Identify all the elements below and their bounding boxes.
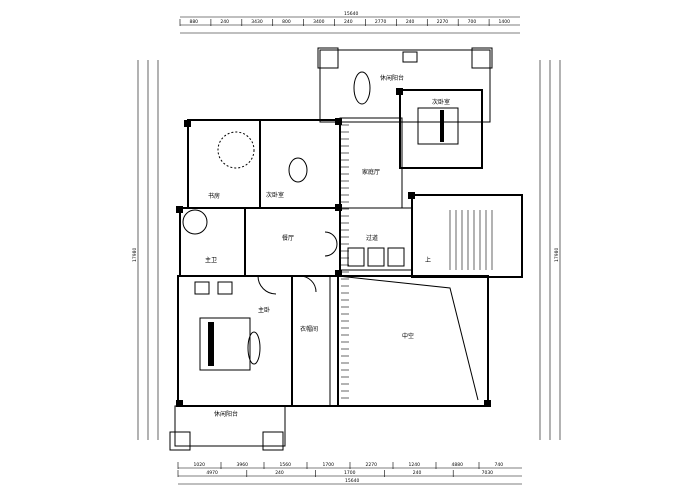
label-study: 书房 (208, 192, 220, 200)
dimension-value: 2770 (375, 19, 387, 25)
label-master-bedroom: 主卧 (258, 306, 270, 314)
label-family-hall: 家庭厅 (362, 168, 380, 176)
top-dimensions: 15640 880 240 3430 800 3400 240 2770 240 2270 700… (179, 11, 520, 34)
dimension-value: 700 (468, 19, 477, 25)
dimension-value: 7030 (482, 470, 494, 476)
dimension-value: 800 (282, 19, 291, 25)
dimension-value: 3400 (313, 19, 325, 25)
dimension-value: 1400 (499, 19, 511, 25)
dimension-value: 240 (344, 19, 353, 25)
dimension-value: 3960 (237, 462, 249, 468)
dim-right-total: 17980 (554, 248, 560, 262)
label-master-bath: 主卫 (205, 256, 217, 264)
dimension-value: 1700 (344, 470, 356, 476)
dimension-value: 2270 (437, 19, 449, 25)
dimension-value: 740 (495, 462, 504, 468)
dimension-value: 240 (220, 19, 229, 25)
bottom-dimensions: 15640 1020 3960 1560 1700 2270 1240 4880 740 497… (177, 462, 522, 485)
dimension-value: 240 (275, 470, 284, 476)
label-void: 中空 (402, 332, 414, 340)
dimension-value: 1020 (194, 462, 206, 468)
dimension-value: 880 (189, 19, 198, 25)
label-stair-up: 上 (425, 256, 431, 264)
dimension-value: 2270 (366, 462, 378, 468)
dimension-value: 240 (406, 19, 415, 25)
side-dimensions: 17980 17980 (132, 60, 561, 440)
dim-left-total: 17980 (132, 248, 138, 262)
dim-bottom-total: 15640 (345, 478, 359, 484)
dimension-value: 3430 (251, 19, 263, 25)
label-balcony-bottom: 休闲阳台 (214, 410, 238, 418)
dimension-value: 4970 (206, 470, 218, 476)
dimension-value: 1240 (409, 462, 421, 468)
label-closet: 衣帽间 (300, 325, 318, 333)
label-bedroom-secondary: 次卧室 (432, 98, 450, 106)
label-hall: 餐厅 (282, 234, 294, 242)
dimension-value: 1700 (323, 462, 335, 468)
label-bedroom-guest: 次卧室 (266, 191, 284, 199)
dimension-value: 1560 (280, 462, 292, 468)
walls (169, 47, 523, 451)
room-labels: 休闲阳台 次卧室 书房 次卧室 家庭厅 餐厅 过道 主卫 主卧 衣帽间 中空 休… (205, 74, 450, 418)
label-corridor: 过道 (366, 234, 378, 242)
dimension-value: 4880 (452, 462, 464, 468)
dim-top-total: 15640 (344, 11, 358, 17)
label-balcony-top: 休闲阳台 (380, 74, 404, 82)
dimension-value: 240 (413, 470, 422, 476)
